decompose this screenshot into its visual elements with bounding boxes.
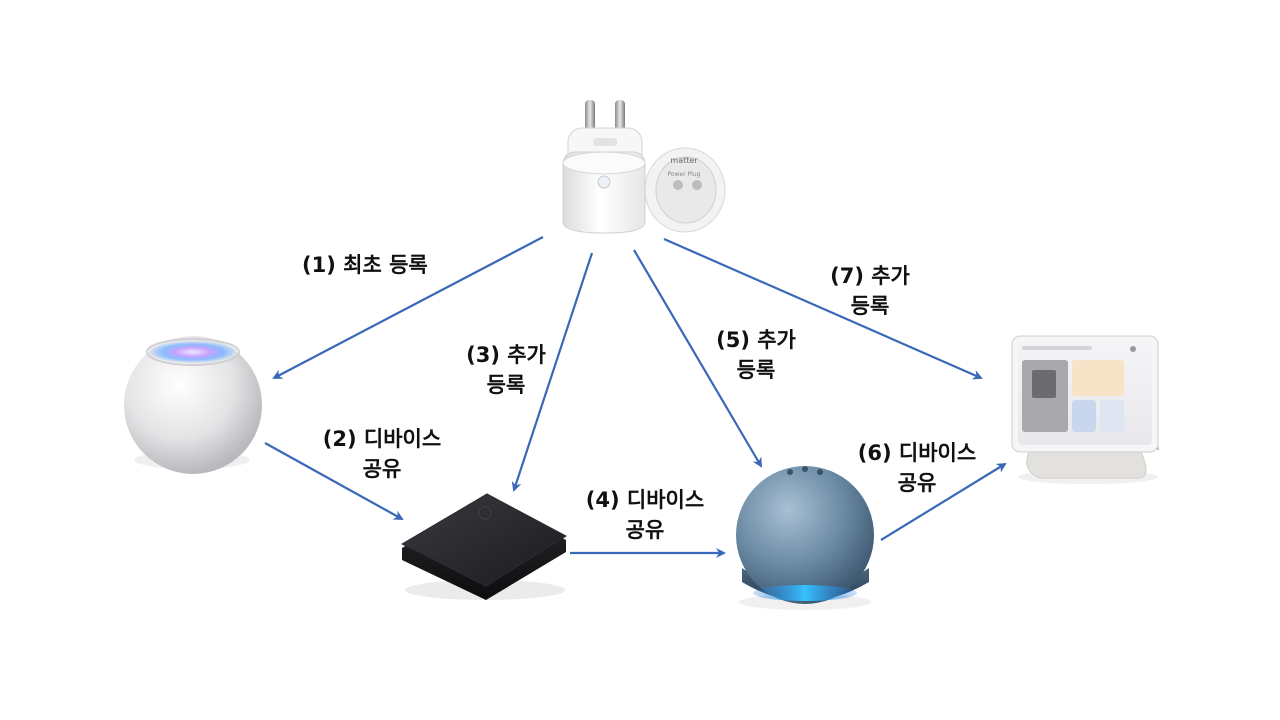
step-7-line-2: 등록: [850, 294, 890, 318]
arrow-7-add-to-nest: [663, 237, 983, 380]
step-5-line-1: (5) 추가: [716, 328, 796, 352]
arrow-1-initial-register: [272, 236, 544, 379]
echo-speaker-icon: [736, 466, 874, 610]
step-label-6: (6) 디바이스 공유: [845, 438, 989, 498]
step-4-line-2: 공유: [625, 518, 665, 542]
arrow-3-add-to-hub: [511, 252, 594, 492]
step-6-line-1: (6) 디바이스: [857, 441, 977, 465]
step-label-2: (2) 디바이스 공유: [312, 424, 452, 484]
arrow-5-add-to-echo: [633, 249, 763, 468]
step-label-4: (4) 디바이스 공유: [573, 485, 717, 545]
step-4-line-1: (4) 디바이스: [585, 488, 705, 512]
step-label-1: (1) 최초 등록: [302, 250, 428, 280]
arrow-2-share-to-hub: [264, 442, 404, 520]
smart-hub-icon: [400, 493, 567, 600]
step-7-line-1: (7) 추가: [830, 264, 910, 288]
smart-plug-icon: matter Power Plug: [562, 100, 726, 234]
plug-model-text: Power Plug: [668, 171, 701, 178]
step-3-line-2: 등록: [486, 373, 526, 397]
arrow-6-share-to-nest: [880, 462, 1007, 541]
smart-display-icon: [1011, 335, 1159, 484]
step-label-7: (7) 추가 등록: [816, 261, 924, 321]
step-3-line-1: (3) 추가: [466, 343, 546, 367]
step-1-line-1: (1) 최초 등록: [302, 253, 428, 277]
step-2-line-2: 공유: [362, 457, 402, 481]
step-label-5: (5) 추가 등록: [702, 325, 810, 385]
step-label-3: (3) 추가 등록: [452, 340, 560, 400]
smart-speaker-sphere-icon: [124, 336, 262, 474]
step-6-line-2: 공유: [897, 471, 937, 495]
plug-brand-text: matter: [670, 156, 698, 165]
step-2-line-1: (2) 디바이스: [322, 427, 442, 451]
step-5-line-2: 등록: [736, 358, 776, 382]
